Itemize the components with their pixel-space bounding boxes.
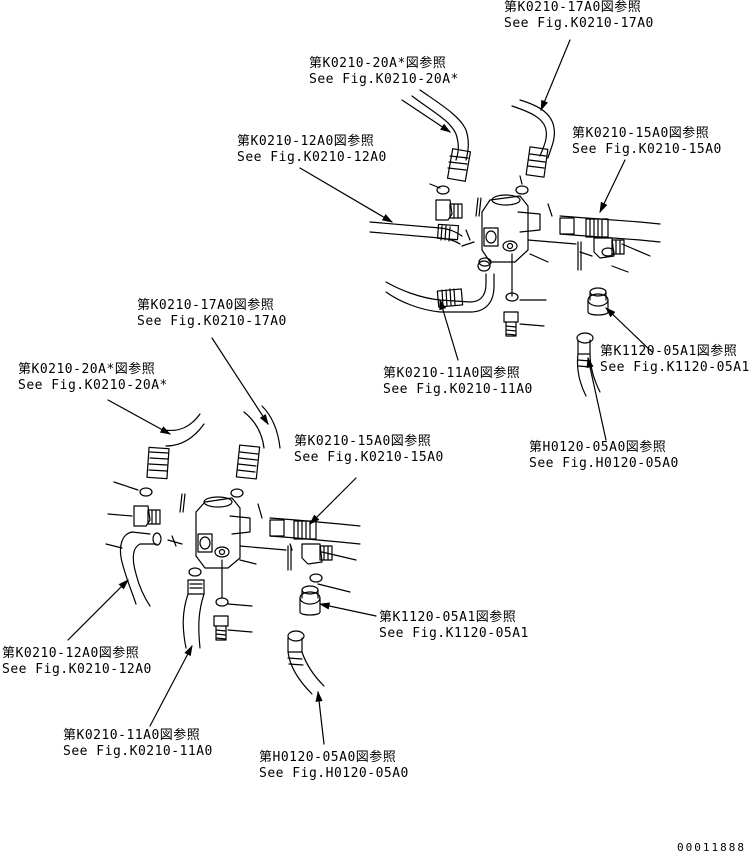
bottom-bolt <box>213 615 229 641</box>
bottom-stud-2 <box>257 503 263 519</box>
top-leader-lines <box>429 175 651 327</box>
bottom-hose-20a <box>146 413 205 480</box>
bottom-manifold-block <box>195 496 251 569</box>
bottom-hose-12a0 <box>119 531 162 607</box>
bottom-swivel-fitting <box>299 585 321 616</box>
top-hose-17a0 <box>511 99 555 178</box>
top-o-ring-4 <box>478 257 492 267</box>
callout-jp: 第K1120-05A1図参照 <box>379 610 517 625</box>
bottom-washer <box>215 597 229 607</box>
bottom-o-ring-3 <box>309 573 323 583</box>
bottom-o-ring-4 <box>188 567 202 577</box>
callout-en: See Fig.K1120-05A1 <box>379 626 529 641</box>
callout-en: See Fig.K1120-05A1 <box>600 360 750 375</box>
top-elbow-left <box>435 199 463 221</box>
bottom-o-ring-1 <box>139 487 153 497</box>
callout-en: See Fig.K0210-11A0 <box>383 382 533 397</box>
top-tube-11a0 <box>385 260 495 313</box>
bottom-tube-11a0 <box>182 579 205 649</box>
top-arrow-15a0 <box>599 159 626 214</box>
callout-jp: 第K0210-15A0図参照 <box>294 434 432 449</box>
top-swivel-fitting <box>587 287 609 316</box>
top-manifold-block <box>481 194 541 263</box>
callout-en: See Fig.K0210-12A0 <box>237 150 387 165</box>
document-number: 00011888 <box>677 841 746 854</box>
callout-en: See Fig.K0210-17A0 <box>137 314 287 329</box>
top-stud-2 <box>547 203 553 217</box>
top-arrow-20a <box>401 99 451 133</box>
bottom-arrow-15a0 <box>309 477 357 525</box>
top-hose-12a0 <box>369 221 463 245</box>
callout-en: See Fig.K0210-20A* <box>18 378 168 393</box>
callout-jp: 第K0210-15A0図参照 <box>572 126 710 141</box>
top-arrow-k1120 <box>605 307 653 353</box>
bottom-o-ring-2 <box>230 488 244 498</box>
callout-en: See Fig.K0210-12A0 <box>2 662 152 677</box>
top-o-ring-1 <box>436 185 450 195</box>
bottom-hose-17a0 <box>235 405 281 480</box>
top-hose-h0120 <box>576 332 601 397</box>
bottom-leader-lines <box>105 481 357 633</box>
bottom-hose-15a0 <box>239 517 361 551</box>
callout-jp: 第K0210-11A0図参照 <box>63 728 201 743</box>
top-bolt <box>503 311 519 337</box>
bottom-assembly <box>105 405 361 695</box>
bottom-elbow-left <box>133 505 161 527</box>
bottom-arrow-20a <box>107 399 172 435</box>
callout-en: See Fig.K0210-20A* <box>309 72 459 87</box>
bottom-stud-1 <box>179 493 186 513</box>
bottom-stud-3 <box>287 545 292 571</box>
callout-jp: 第K0210-17A0図参照 <box>137 298 275 313</box>
callout-jp: 第K1120-05A1図参照 <box>600 344 738 359</box>
top-stud-1 <box>475 197 482 217</box>
top-arrow-17a0 <box>540 39 571 112</box>
bottom-arrow-12a0 <box>67 579 129 641</box>
top-hose-20a <box>411 89 472 182</box>
callout-jp: 第K0210-12A0図参照 <box>237 134 375 149</box>
top-arrow-h0120 <box>586 356 607 441</box>
bottom-arrow-k1120 <box>318 602 377 617</box>
bottom-arrow-h0120 <box>315 690 325 745</box>
top-assembly <box>369 89 661 397</box>
callout-en: See Fig.K0210-15A0 <box>572 142 722 157</box>
top-arrow-12a0 <box>299 167 394 223</box>
callout-jp: 第H0120-05A0図参照 <box>529 440 667 455</box>
top-hose-15a0 <box>527 215 661 245</box>
bottom-elbow-right <box>301 543 333 565</box>
bottom-arrow-11a0 <box>149 644 193 727</box>
callout-jp: 第K0210-20A*図参照 <box>309 56 447 71</box>
bottom-arrow-17a0 <box>211 337 269 426</box>
callout-en: See Fig.K0210-15A0 <box>294 450 444 465</box>
top-arrow-11a0 <box>439 298 459 361</box>
top-stud-4 <box>465 229 471 241</box>
callout-en: See Fig.H0120-05A0 <box>529 456 679 471</box>
bottom-hose-h0120 <box>287 630 325 695</box>
callout-en: See Fig.K0210-17A0 <box>504 16 654 31</box>
callout-jp: 第K0210-12A0図参照 <box>2 646 140 661</box>
callout-jp: 第K0210-17A0図参照 <box>504 0 642 15</box>
top-stud-3 <box>577 241 582 271</box>
callout-en: See Fig.K0210-11A0 <box>63 744 213 759</box>
callout-jp: 第K0210-20A*図参照 <box>18 362 156 377</box>
bottom-stud-4 <box>171 535 177 547</box>
callout-jp: 第K0210-11A0図参照 <box>383 366 521 381</box>
callout-en: See Fig.H0120-05A0 <box>259 766 409 781</box>
top-o-ring-2 <box>515 185 529 195</box>
callout-jp: 第H0120-05A0図参照 <box>259 750 397 765</box>
